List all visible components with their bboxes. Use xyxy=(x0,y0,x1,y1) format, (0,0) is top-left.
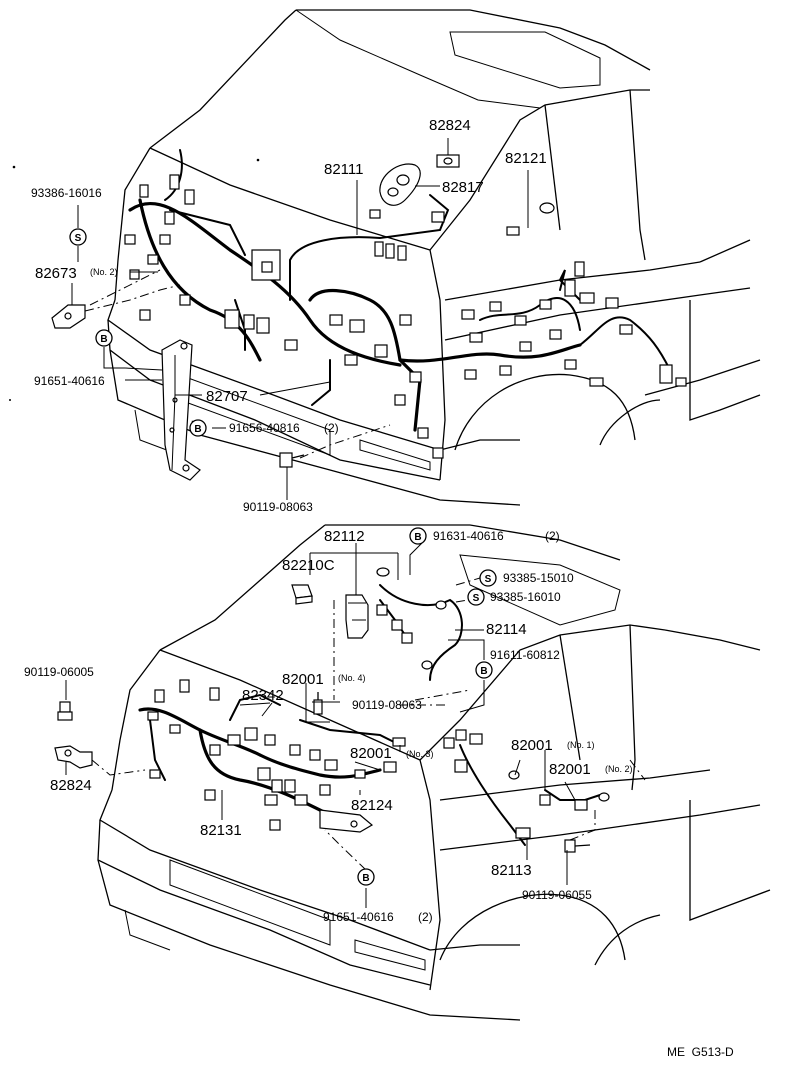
relay-bracket-82112 xyxy=(345,594,369,639)
part-82131: 82131 xyxy=(200,822,242,839)
part-90119-08063-bottom: 90119-08063 xyxy=(352,698,422,712)
bracket-82124 xyxy=(319,809,374,833)
svg-text:B: B xyxy=(480,666,487,677)
part-82210c: 82210C xyxy=(282,557,335,574)
svg-text:S: S xyxy=(75,233,82,244)
badge-s-93385-16010: S xyxy=(467,588,485,606)
badge-b-91651-top: B xyxy=(95,329,113,347)
part-91656-40816: 91656-40816 xyxy=(229,421,300,435)
diagram-code: ME G513-D xyxy=(667,1045,734,1059)
svg-text:S: S xyxy=(485,574,492,585)
bottom-leader-lines xyxy=(65,539,646,908)
bracket-82673 xyxy=(51,304,86,329)
bolt-90119-06055 xyxy=(564,839,591,853)
part-93385-16010: 93385-16010 xyxy=(490,590,561,604)
svg-text:B: B xyxy=(100,334,107,345)
svg-text:B: B xyxy=(194,424,201,435)
top-badges: S B B xyxy=(69,228,207,437)
badge-b-91631: B xyxy=(409,527,427,545)
part-91631-40616: 91631-40616 xyxy=(433,529,504,543)
part-82114: 82114 xyxy=(486,621,527,638)
badge-b-91651-bottom: B xyxy=(357,868,375,886)
grommet-82817 xyxy=(379,163,421,206)
bottom-vehicle-outline xyxy=(97,524,771,1021)
note-82001-no1: (No. 1) xyxy=(567,740,595,750)
bolt-90119-06005 xyxy=(57,701,73,721)
top-leader-lines xyxy=(71,138,529,500)
bottom-labels: 82112 91631-40616 (2) 82210C 93385-15010… xyxy=(24,528,633,924)
part-82121: 82121 xyxy=(505,150,547,167)
badge-b-91656: B xyxy=(189,419,207,437)
part-91651-40616-top: 91651-40616 xyxy=(34,374,105,388)
part-82342: 82342 xyxy=(242,687,284,704)
note-91631: (2) xyxy=(545,529,560,543)
top-labels: 82824 82111 82121 82817 93386-16016 8267… xyxy=(31,117,547,514)
bolt-90119-08063-bottom xyxy=(313,692,323,715)
top-vehicle-outline xyxy=(107,9,761,506)
top-stray-marks xyxy=(9,158,260,401)
bottom-badges: B S S B B xyxy=(357,527,497,886)
svg-text:B: B xyxy=(362,873,369,884)
part-82673: 82673 xyxy=(35,265,77,282)
part-82001-no4: 82001 xyxy=(282,671,324,688)
part-91611-60812: 91611-60812 xyxy=(490,648,560,662)
note-91651-bottom: (2) xyxy=(418,910,433,924)
part-82111: 82111 xyxy=(324,161,364,178)
part-82824-bottom: 82824 xyxy=(50,777,92,794)
bottom-connectors xyxy=(147,567,610,839)
badge-s-93386: S xyxy=(69,228,87,246)
part-82124: 82124 xyxy=(351,797,393,814)
badge-s-93385-15010: S xyxy=(479,569,497,587)
part-82112: 82112 xyxy=(324,528,365,545)
note-82001-no3: (No. 3) xyxy=(406,749,434,759)
badge-b-91611: B xyxy=(475,661,493,679)
part-82817: 82817 xyxy=(442,179,484,196)
note-91656: (2) xyxy=(324,421,339,435)
part-82001-no2: 82001 xyxy=(549,761,591,778)
bolt-90119-top xyxy=(279,452,305,468)
part-93386-16016: 93386-16016 xyxy=(31,186,102,200)
svg-text:S: S xyxy=(473,593,480,604)
note-82673: (No. 2) xyxy=(90,267,118,277)
part-91651-40616-bottom: 91651-40616 xyxy=(323,910,394,924)
note-82001-no2: (No. 2) xyxy=(605,764,633,774)
part-90119-08063-top: 90119-08063 xyxy=(243,500,313,514)
part-82001-no1: 82001 xyxy=(511,737,553,754)
part-93385-15010: 93385-15010 xyxy=(503,571,574,585)
bottom-wire-harness xyxy=(138,584,601,846)
svg-text:B: B xyxy=(414,532,421,543)
part-82001-no3: 82001 xyxy=(350,745,392,762)
part-90119-06005: 90119-06005 xyxy=(24,665,94,679)
clip-82824-top xyxy=(436,154,460,168)
part-90119-06055: 90119-06055 xyxy=(522,888,592,902)
clip-82824-bottom xyxy=(54,745,93,769)
part-82707: 82707 xyxy=(206,388,248,405)
part-82824-top: 82824 xyxy=(429,117,471,134)
relay-82210c xyxy=(291,584,313,605)
top-connectors xyxy=(124,174,687,459)
part-82113: 82113 xyxy=(491,862,532,879)
note-82001-no4: (No. 4) xyxy=(338,673,366,683)
harness-bracket-82707 xyxy=(161,339,201,481)
